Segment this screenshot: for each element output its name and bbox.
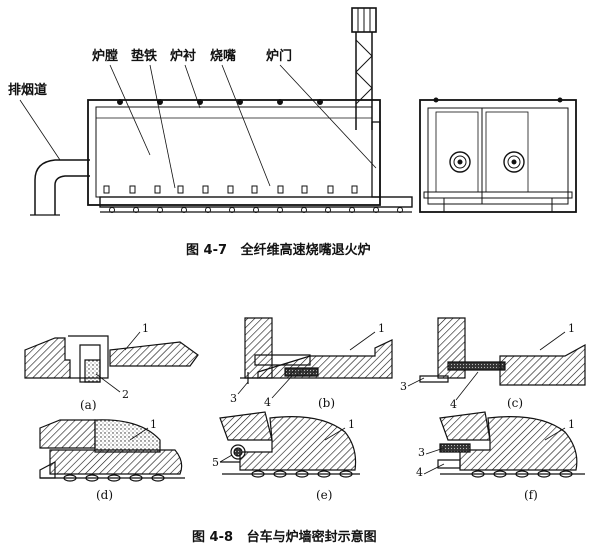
furnace-end-view — [419, 97, 577, 213]
callout-c-4: 4 — [450, 398, 457, 411]
seal-panel-e — [219, 411, 360, 478]
roof-anchors — [117, 99, 323, 105]
label-flue: 排烟道 — [8, 83, 48, 98]
panel-label-b: (b) — [318, 396, 336, 410]
burner-port-left — [449, 151, 471, 173]
panel-label-e: (e) — [316, 488, 333, 502]
seal-panel-f — [423, 411, 585, 478]
figure-4-8-number: 图 4-8 — [192, 530, 234, 545]
figure-4-8-title: 台车与炉墙密封示意图 — [246, 530, 377, 545]
figure-4-7-caption: 图 4-7 全纤维高速烧嘴退火炉 — [186, 239, 371, 258]
callout-b-1: 1 — [378, 322, 385, 335]
callout-f-4: 4 — [416, 466, 423, 479]
callout-f-1: 1 — [568, 418, 575, 431]
hearth-pads — [103, 185, 358, 194]
callout-b-3: 3 — [230, 392, 237, 405]
burner-port-right — [503, 151, 525, 173]
callout-e-5: 5 — [212, 456, 219, 469]
callout-b-4: 4 — [264, 396, 271, 409]
callout-f-3: 3 — [418, 446, 425, 459]
panel-label-c: (c) — [507, 396, 524, 410]
callout-c-3: 3 — [400, 380, 407, 393]
callout-a-2: 2 — [122, 388, 129, 401]
figure-4-7-title: 全纤维高速烧嘴退火炉 — [240, 243, 371, 258]
label-lining: 炉衬 — [170, 49, 197, 64]
panel-label-a: (a) — [80, 398, 97, 412]
label-burner: 烧嘴 — [210, 49, 237, 64]
callout-d-1: 1 — [150, 418, 157, 431]
furnace-side-view — [19, 7, 413, 216]
car-wheels — [109, 207, 403, 213]
label-door: 炉门 — [266, 49, 293, 64]
label-chamber: 炉膛 — [92, 49, 119, 64]
panel-label-f: (f) — [524, 488, 538, 502]
seal-panel-d — [39, 419, 185, 482]
callout-c-1: 1 — [568, 322, 575, 335]
seal-panel-c — [407, 317, 586, 401]
panel-label-d: (d) — [96, 488, 114, 502]
figure-4-8-caption: 图 4-8 台车与炉墙密封示意图 — [192, 526, 377, 545]
callout-a-1: 1 — [142, 322, 149, 335]
label-pad-iron: 垫铁 — [131, 49, 158, 64]
seal-panel-a — [24, 331, 199, 393]
callout-e-1: 1 — [348, 418, 355, 431]
seal-panel-b — [237, 317, 393, 399]
figure-4-7-number: 图 4-7 — [186, 243, 228, 258]
